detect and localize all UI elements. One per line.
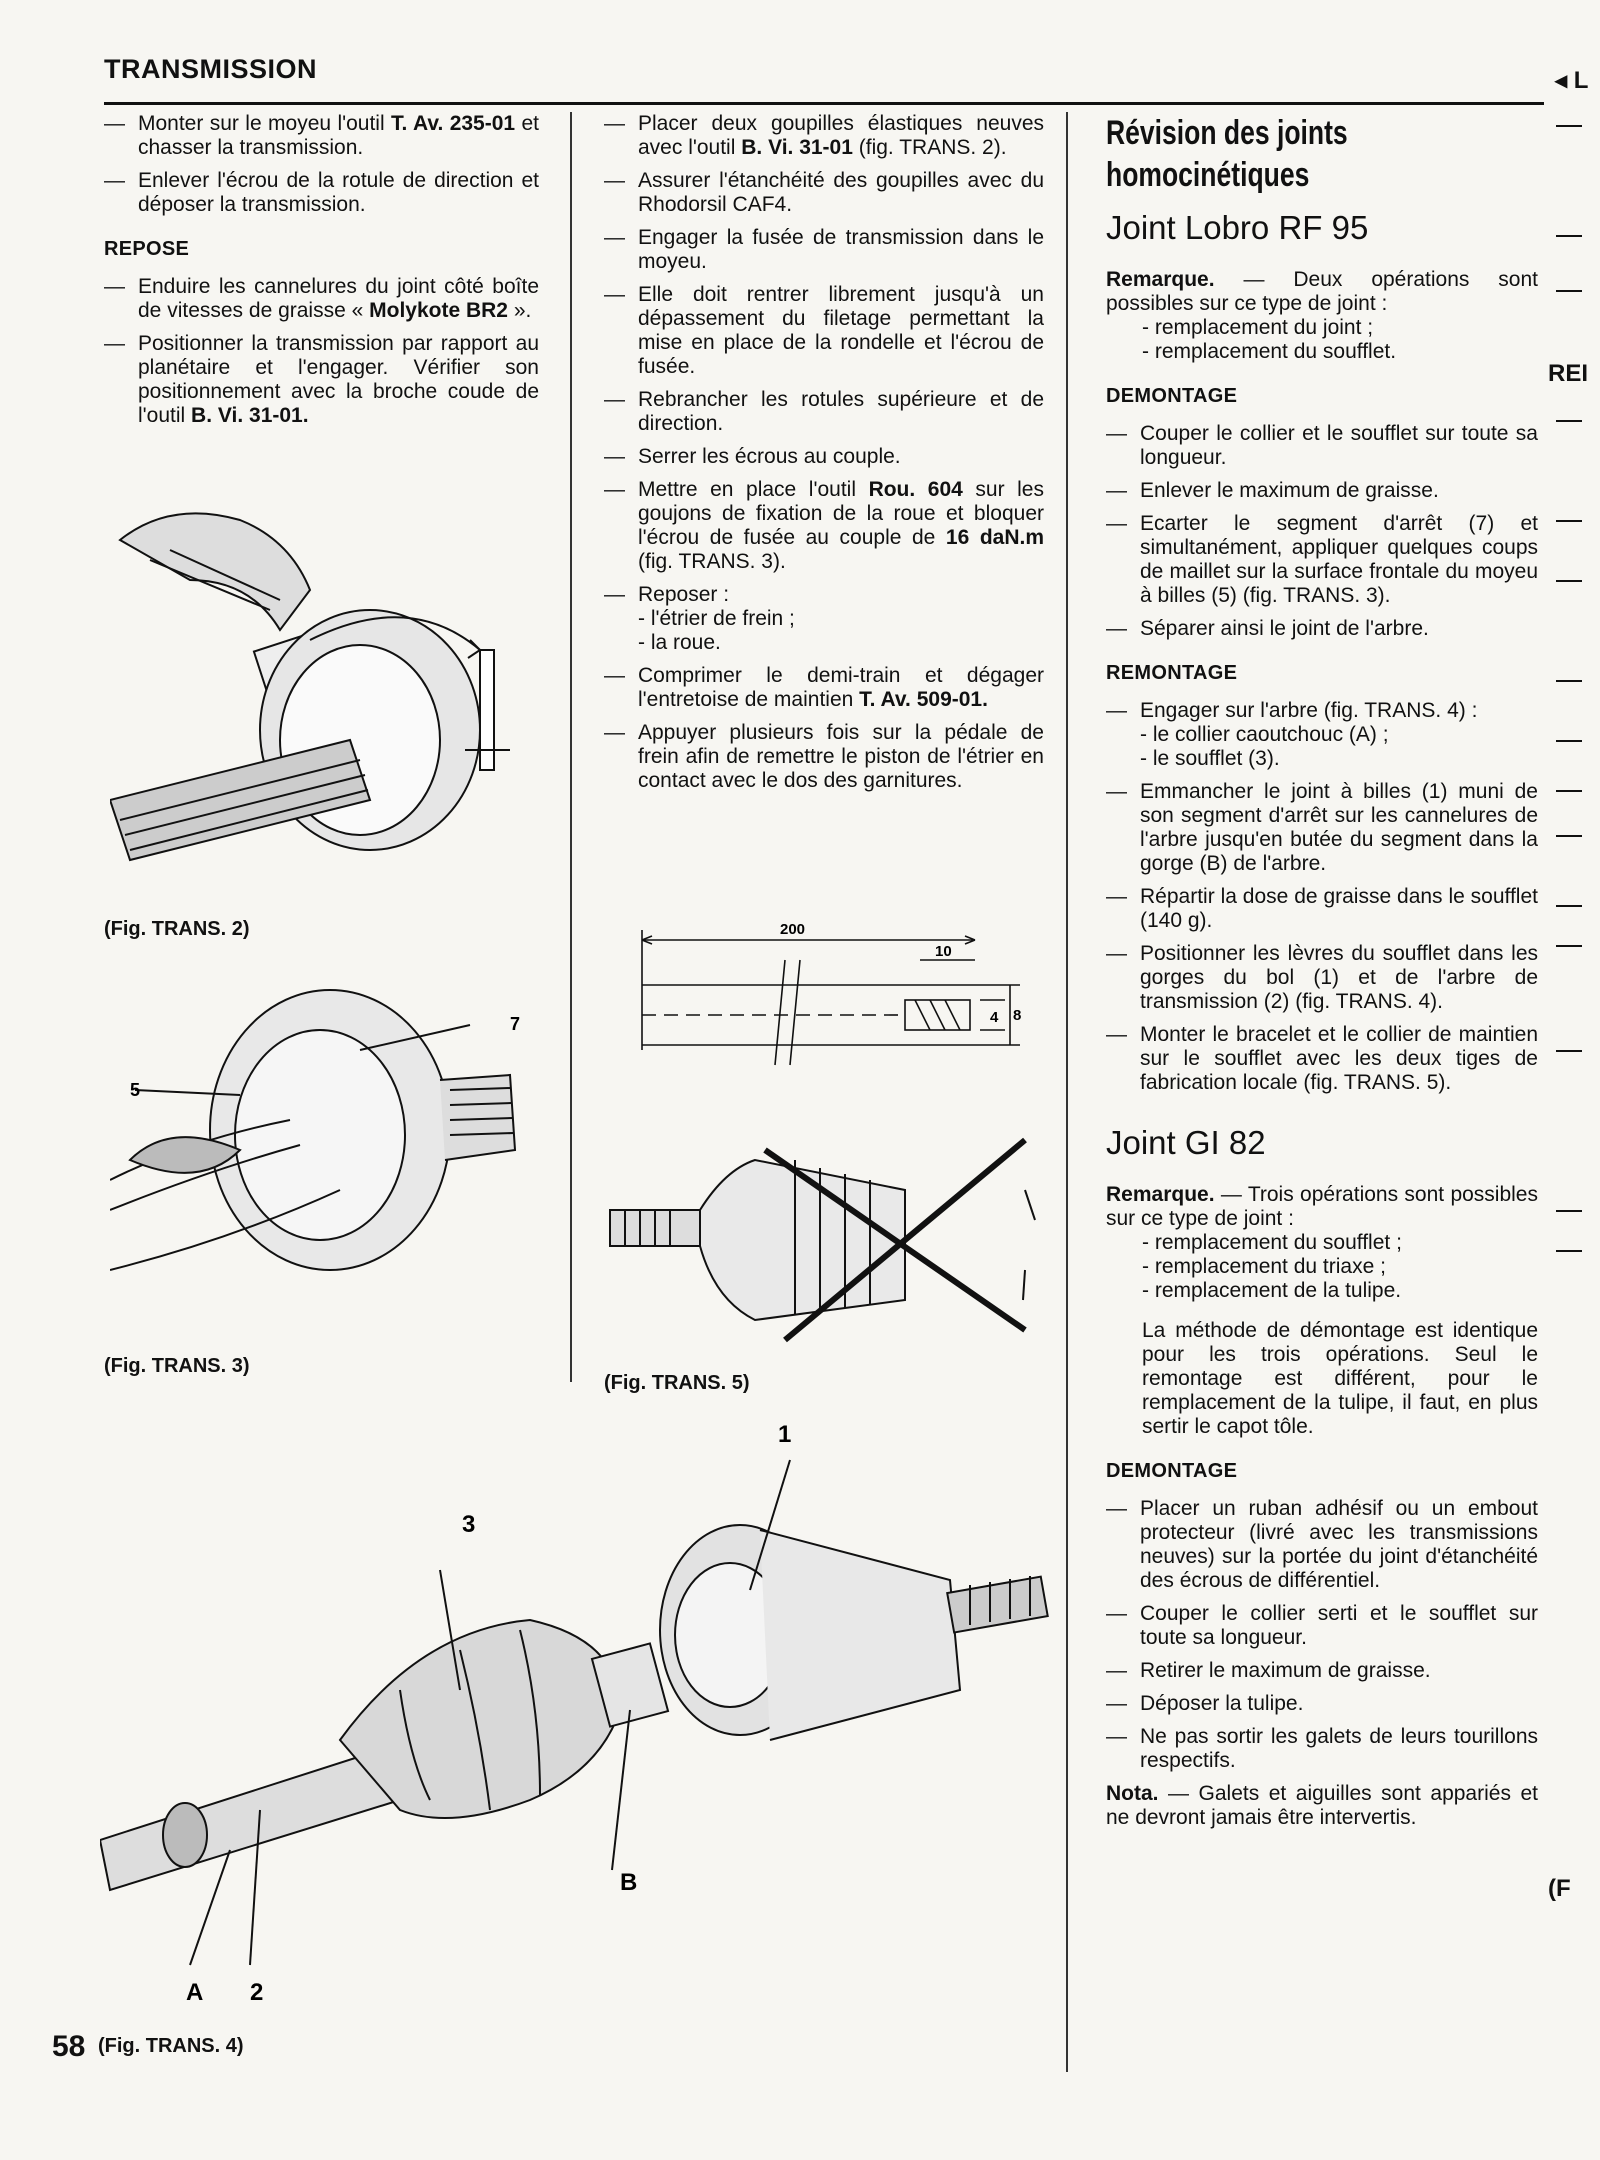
section-header: TRANSMISSION [104, 54, 318, 84]
corner-mark: ◂ L [1555, 67, 1589, 94]
list-item: —Comprimer le demi-train et dégager l'en… [604, 664, 1044, 711]
margin-dash [1556, 905, 1582, 907]
list-item: —Enduire les cannelures du joint côté bo… [104, 275, 539, 322]
margin-f: (F [1548, 1875, 1571, 1902]
margin-dash [1556, 740, 1582, 742]
gi-remark: Remarque. — Trois opérations sont possib… [1106, 1183, 1538, 1302]
margin-dash [1556, 520, 1582, 522]
margin-dash [1556, 680, 1582, 682]
dim-d2: 8 [1013, 1007, 1021, 1024]
list-item: —Reposer :- l'étrier de frein ;- la roue… [604, 583, 795, 654]
dim-d1: 4 [990, 1009, 999, 1026]
nota: Nota. — Galets et aiguilles sont apparié… [1106, 1782, 1538, 1829]
list-item: —Couper le collier serti et le soufflet … [1106, 1602, 1538, 1649]
list-item: —Monter sur le moyeu l'outil T. Av. 235-… [104, 112, 539, 159]
fig-trans-5-caption: (Fig. TRANS. 5) [604, 1372, 750, 1394]
fig-trans-3-illustration: 5 7 [110, 989, 520, 1271]
list-item: —Couper le collier et le soufflet sur to… [1106, 422, 1538, 469]
lobro-remark: Remarque. — Deux opérations sont possibl… [1106, 268, 1538, 363]
margin-dash [1556, 125, 1582, 127]
dim-small: 10 [935, 943, 952, 960]
margin-rei: REI [1548, 360, 1589, 387]
margin-dash [1556, 1250, 1582, 1252]
margin-dash [1556, 580, 1582, 582]
fig3-label-5: 5 [130, 1080, 140, 1100]
list-item: —Assurer l'étanchéité des goupilles avec… [604, 169, 1044, 216]
page-number: 58 [52, 2030, 86, 2063]
list-item: —Emmancher le joint à billes (1) muni de… [1106, 780, 1538, 875]
column-divider-1 [570, 112, 572, 1382]
fig-trans-4-illustration: 1 3 B A 2 [100, 1421, 1049, 2006]
fig4-label-1: 1 [778, 1421, 791, 1448]
margin-dash [1556, 290, 1582, 292]
margin-dash [1556, 1050, 1582, 1052]
fig4-label-B: B [620, 1869, 637, 1896]
column-3: Révision des joints homocinétiques Joint… [1106, 112, 1538, 1842]
list-item: —Elle doit rentrer librement jusqu'à un … [604, 283, 1044, 378]
gi-title: Joint GI 82 [1106, 1124, 1266, 1161]
list-item: —Répartir la dose de graisse dans le sou… [1106, 885, 1538, 932]
list-item: — Engager sur l'arbre (fig. TRANS. 4) :-… [1106, 699, 1478, 770]
list-item: —Ne pas sortir les galets de leurs touri… [1106, 1725, 1538, 1772]
tool-dimension-drawing: 200 10 4 8 [641, 921, 1021, 1066]
fig4-label-3: 3 [462, 1511, 475, 1538]
margin-dash [1556, 835, 1582, 837]
column-1: —Monter sur le moyeu l'outil T. Av. 235-… [104, 112, 539, 437]
gi-demontage-heading: DEMONTAGE [1106, 1460, 1238, 1482]
revision-title: Révision des joints homocinétiques [1106, 114, 1348, 194]
fig-trans-5-illustration [609, 1137, 1036, 1343]
fig-trans-4-caption: (Fig. TRANS. 4) [98, 2035, 244, 2057]
lobro-demontage-heading: DEMONTAGE [1106, 385, 1238, 407]
list-item: —Serrer les écrous au couple. [604, 445, 901, 468]
fig-trans-2-caption: (Fig. TRANS. 2) [104, 918, 250, 940]
fig4-label-A: A [186, 1979, 203, 2006]
list-item: —Placer un ruban adhésif ou un embout pr… [1106, 1497, 1538, 1592]
margin-dash [1556, 420, 1582, 422]
list-item: —Déposer la tulipe. [1106, 1692, 1304, 1715]
column-2: —Placer deux goupilles élastiques neuves… [604, 112, 1044, 802]
list-item: —Rebrancher les rotules supérieure et de… [604, 388, 1044, 435]
list-item: —Positionner la transmission par rapport… [104, 332, 539, 427]
fig-trans-2-illustration [110, 512, 510, 862]
gi-paragraph: La méthode de démontage est identique po… [1142, 1319, 1538, 1438]
list-item: —Enlever l'écrou de la rotule de directi… [104, 169, 539, 216]
margin-dash [1556, 235, 1582, 237]
list-item: —Retirer le maximum de graisse. [1106, 1659, 1431, 1682]
margin-dash [1556, 790, 1582, 792]
list-item: —Ecarter le segment d'arrêt (7) et simul… [1106, 512, 1538, 607]
fig-trans-3-caption: (Fig. TRANS. 3) [104, 1355, 250, 1377]
list-item: —Appuyer plusieurs fois sur la pédale de… [604, 721, 1044, 792]
lobro-remontage-heading: REMONTAGE [1106, 662, 1238, 684]
fig3-label-7: 7 [510, 1014, 520, 1034]
list-item: —Monter le bracelet et le collier de mai… [1106, 1023, 1538, 1094]
list-item: —Mettre en place l'outil Rou. 604 sur le… [604, 478, 1045, 573]
list-item: —Séparer ainsi le joint de l'arbre. [1106, 617, 1429, 640]
margin-dash [1556, 945, 1582, 947]
list-item: —Positionner les lèvres du soufflet dans… [1106, 942, 1538, 1013]
column-divider-2 [1066, 112, 1068, 2072]
header-rule [104, 102, 1544, 105]
repose-heading: REPOSE [104, 238, 190, 260]
list-item: —Placer deux goupilles élastiques neuves… [604, 112, 1044, 159]
fig4-label-2: 2 [250, 1979, 263, 2006]
lobro-title: Joint Lobro RF 95 [1106, 209, 1369, 246]
list-item: —Enlever le maximum de graisse. [1106, 479, 1439, 502]
margin-dash [1556, 1210, 1582, 1212]
dim-length: 200 [780, 921, 805, 938]
list-item: —Engager la fusée de transmission dans l… [604, 226, 1044, 273]
